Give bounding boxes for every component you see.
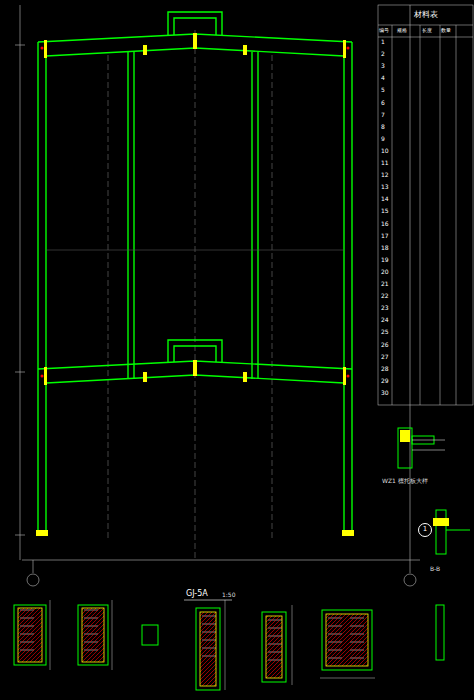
table-cell: 30	[381, 390, 389, 397]
table-header: 规格	[397, 28, 407, 34]
table-cell: 26	[381, 342, 389, 349]
section-title: B-B	[430, 566, 440, 573]
table-cell: 22	[381, 293, 389, 300]
detail-bubble: 1	[418, 523, 432, 537]
drawing-title: GJ-5A	[186, 590, 208, 599]
table-cell: 5	[381, 87, 385, 94]
table-cell: 19	[381, 257, 389, 264]
table-cell: 28	[381, 366, 389, 373]
table-cell: 4	[381, 75, 385, 82]
table-cell: 7	[381, 112, 385, 119]
table-cell: 3	[381, 63, 385, 70]
table-header: 编号	[379, 28, 389, 34]
table-header: 数量	[441, 28, 451, 34]
bubble-number: 1	[419, 526, 431, 534]
scale-note: 1:50	[222, 592, 235, 599]
table-cell: 20	[381, 269, 389, 276]
table-cell: 2	[381, 51, 385, 58]
table-cell: 11	[381, 160, 389, 167]
table-header: 长度	[422, 28, 432, 34]
table-cell: 18	[381, 245, 389, 252]
table-cell: 8	[381, 124, 385, 131]
detail-title: 檩托板大样	[398, 478, 428, 485]
detail-mark: WZ1	[382, 478, 396, 485]
table-cell: 23	[381, 305, 389, 312]
table-cell: 29	[381, 378, 389, 385]
table-cell: 15	[381, 208, 389, 215]
table-title: 材料表	[378, 11, 473, 20]
table-cell: 16	[381, 221, 389, 228]
table-cell: 12	[381, 172, 389, 179]
table-cell: 9	[381, 136, 385, 143]
material-table: 材料表	[378, 5, 473, 25]
table-cell: 14	[381, 196, 389, 203]
table-cell: 17	[381, 233, 389, 240]
table-cell: 27	[381, 354, 389, 361]
table-cell: 25	[381, 329, 389, 336]
table-cell: 24	[381, 317, 389, 324]
table-cell: 1	[381, 39, 385, 46]
table-cell: 13	[381, 184, 389, 191]
table-cell: 6	[381, 100, 385, 107]
title-underline	[184, 600, 232, 601]
table-cell: 10	[381, 148, 389, 155]
table-cell: 21	[381, 281, 389, 288]
